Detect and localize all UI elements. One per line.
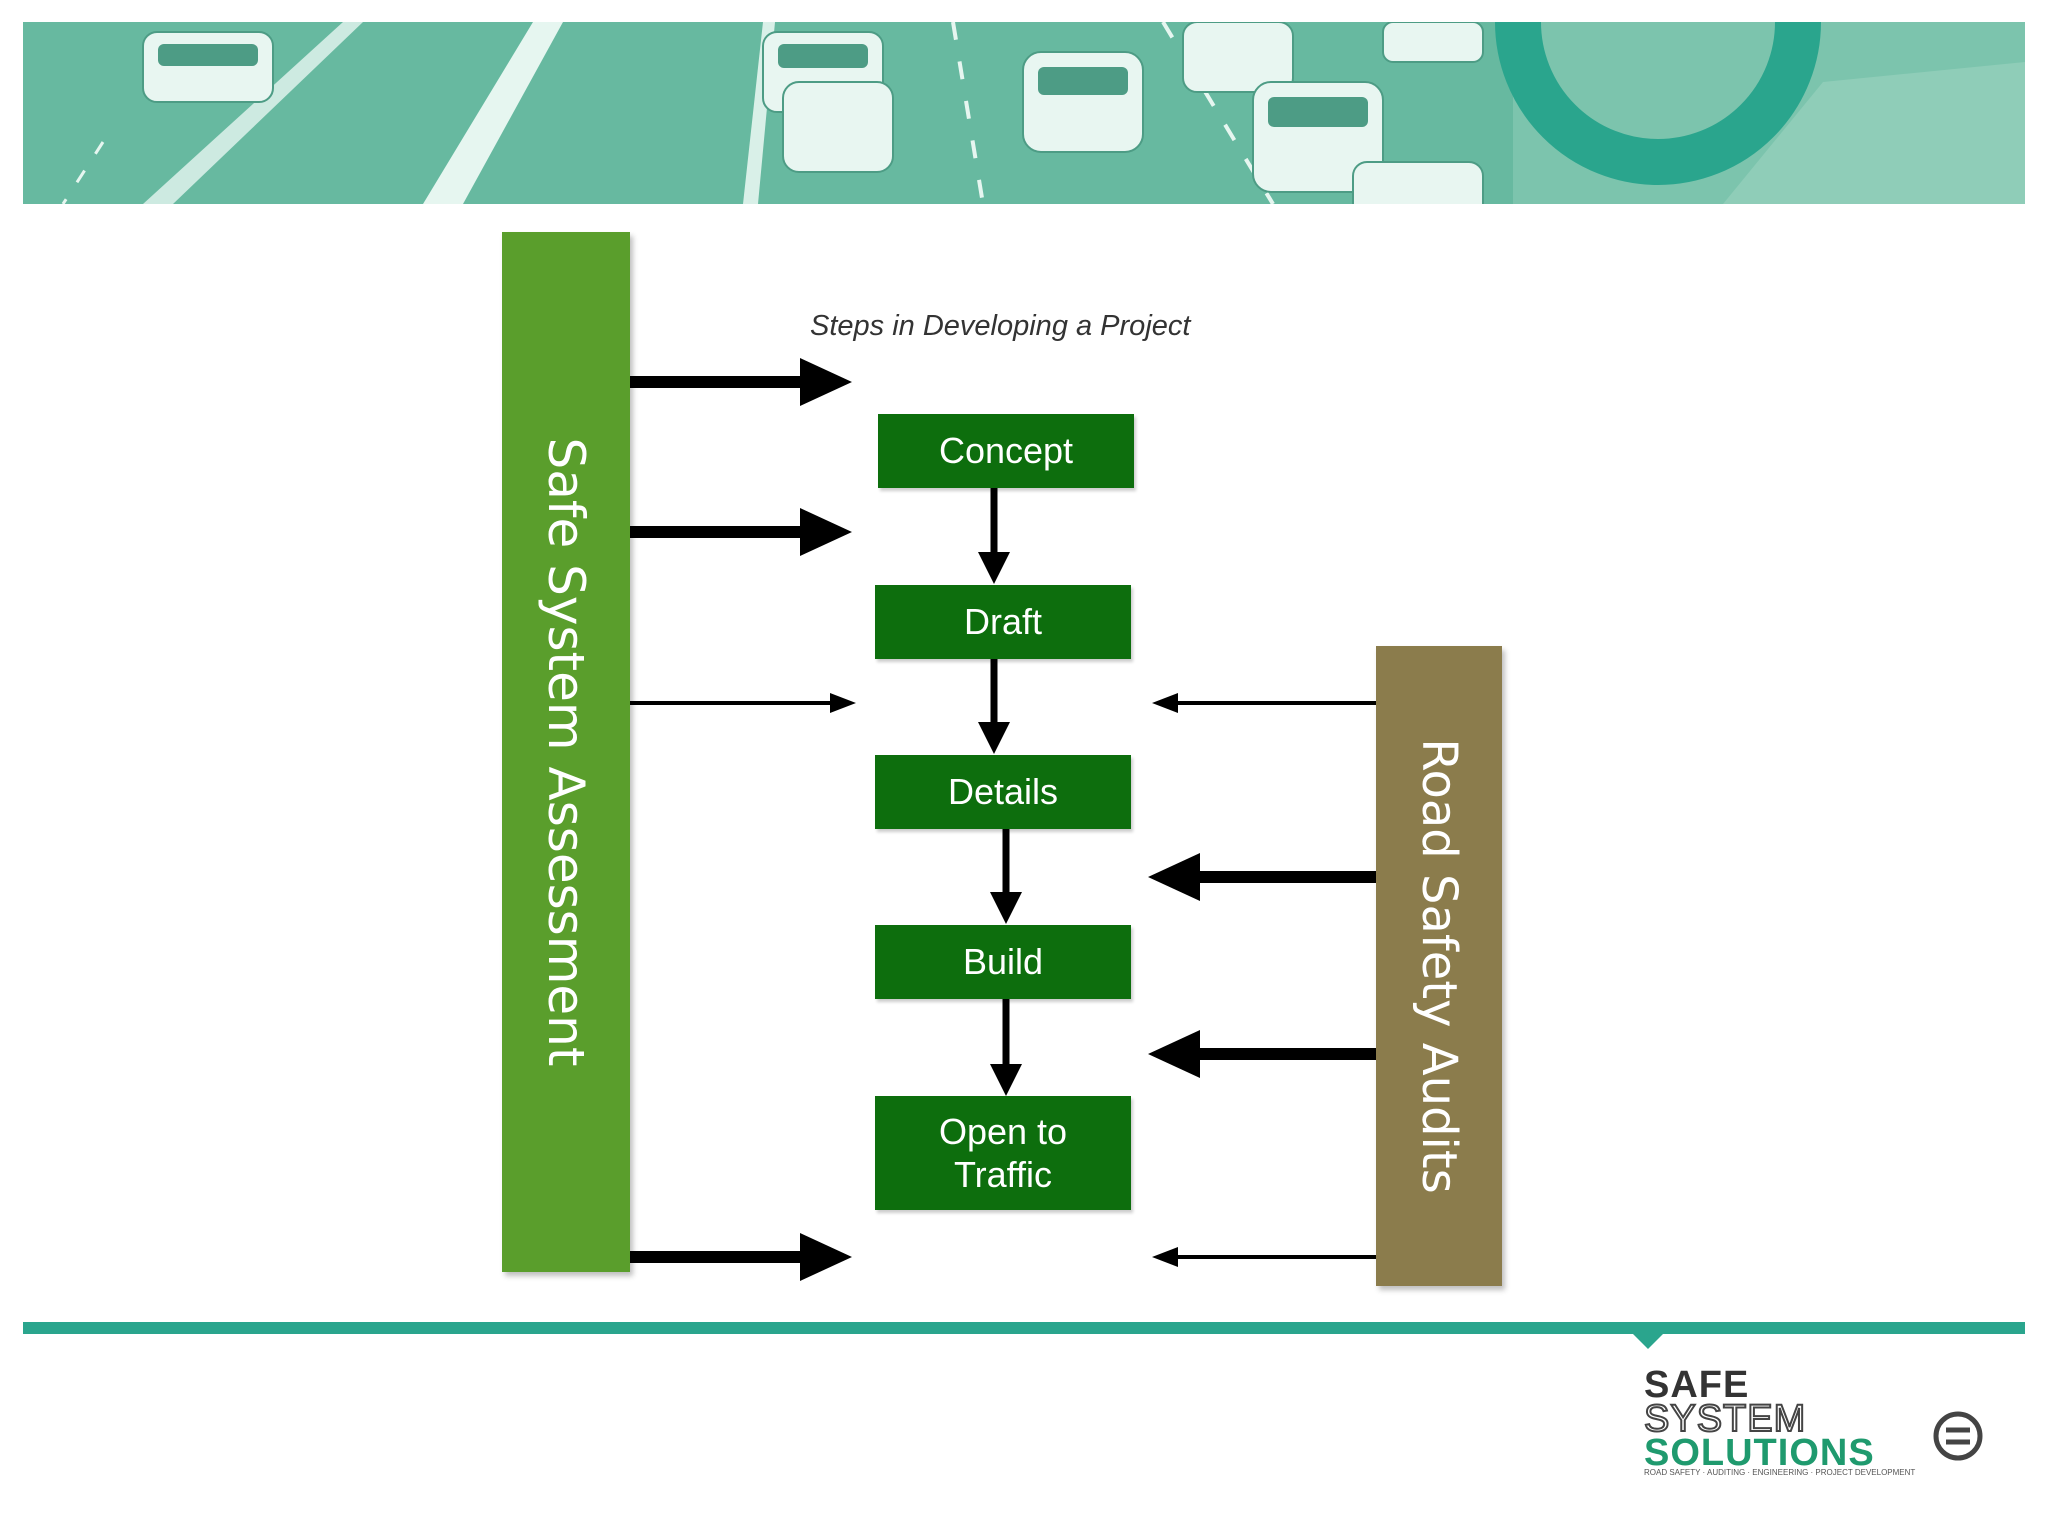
arrowhead-audit-3 — [1148, 1030, 1200, 1078]
safe-system-assessment-bar — [502, 232, 630, 1272]
arrowhead-audit-1 — [1152, 693, 1178, 713]
step-build: Build — [875, 925, 1131, 999]
safe-system-solutions-logo: SAFE SYSTEM SOLUTIONS ROAD SAFETY · AUDI… — [1643, 1364, 1984, 1477]
logo-tagline: ROAD SAFETY · AUDITING · ENGINEERING · P… — [1644, 1468, 1916, 1477]
footer-divider — [23, 1322, 2025, 1334]
step-details: Details — [875, 755, 1131, 829]
diagram-title: Steps in Developing a Project — [810, 310, 1191, 342]
logo-s-mark-icon — [1933, 1411, 1983, 1461]
arrowhead-assessment-4 — [800, 1233, 852, 1281]
arrowhead-assessment-3 — [830, 693, 856, 713]
logo-line-system: SYSTEM — [1643, 1398, 1807, 1440]
arrowhead-details-to-build — [990, 892, 1022, 924]
footer-notch — [1632, 1333, 1664, 1349]
arrowhead-audit-2 — [1148, 853, 1200, 901]
arrowhead-assessment-2 — [800, 508, 852, 556]
arrowhead-audit-4 — [1152, 1247, 1178, 1267]
arrowhead-build-to-open — [990, 1064, 1022, 1096]
road-safety-audits-bar — [1376, 646, 1502, 1286]
logo-line-solutions: SOLUTIONS — [1644, 1432, 1875, 1474]
arrowhead-assessment-1 — [800, 358, 852, 406]
arrowhead-concept-to-draft — [978, 552, 1010, 584]
arrowhead-draft-to-details — [978, 722, 1010, 754]
step-open-to-traffic: Open to Traffic — [875, 1096, 1131, 1210]
highway-photo — [23, 22, 2025, 204]
step-concept: Concept — [878, 414, 1134, 488]
step-draft: Draft — [875, 585, 1131, 659]
logo-line-safe: SAFE — [1644, 1364, 1750, 1406]
header-banner-image — [23, 22, 2025, 204]
